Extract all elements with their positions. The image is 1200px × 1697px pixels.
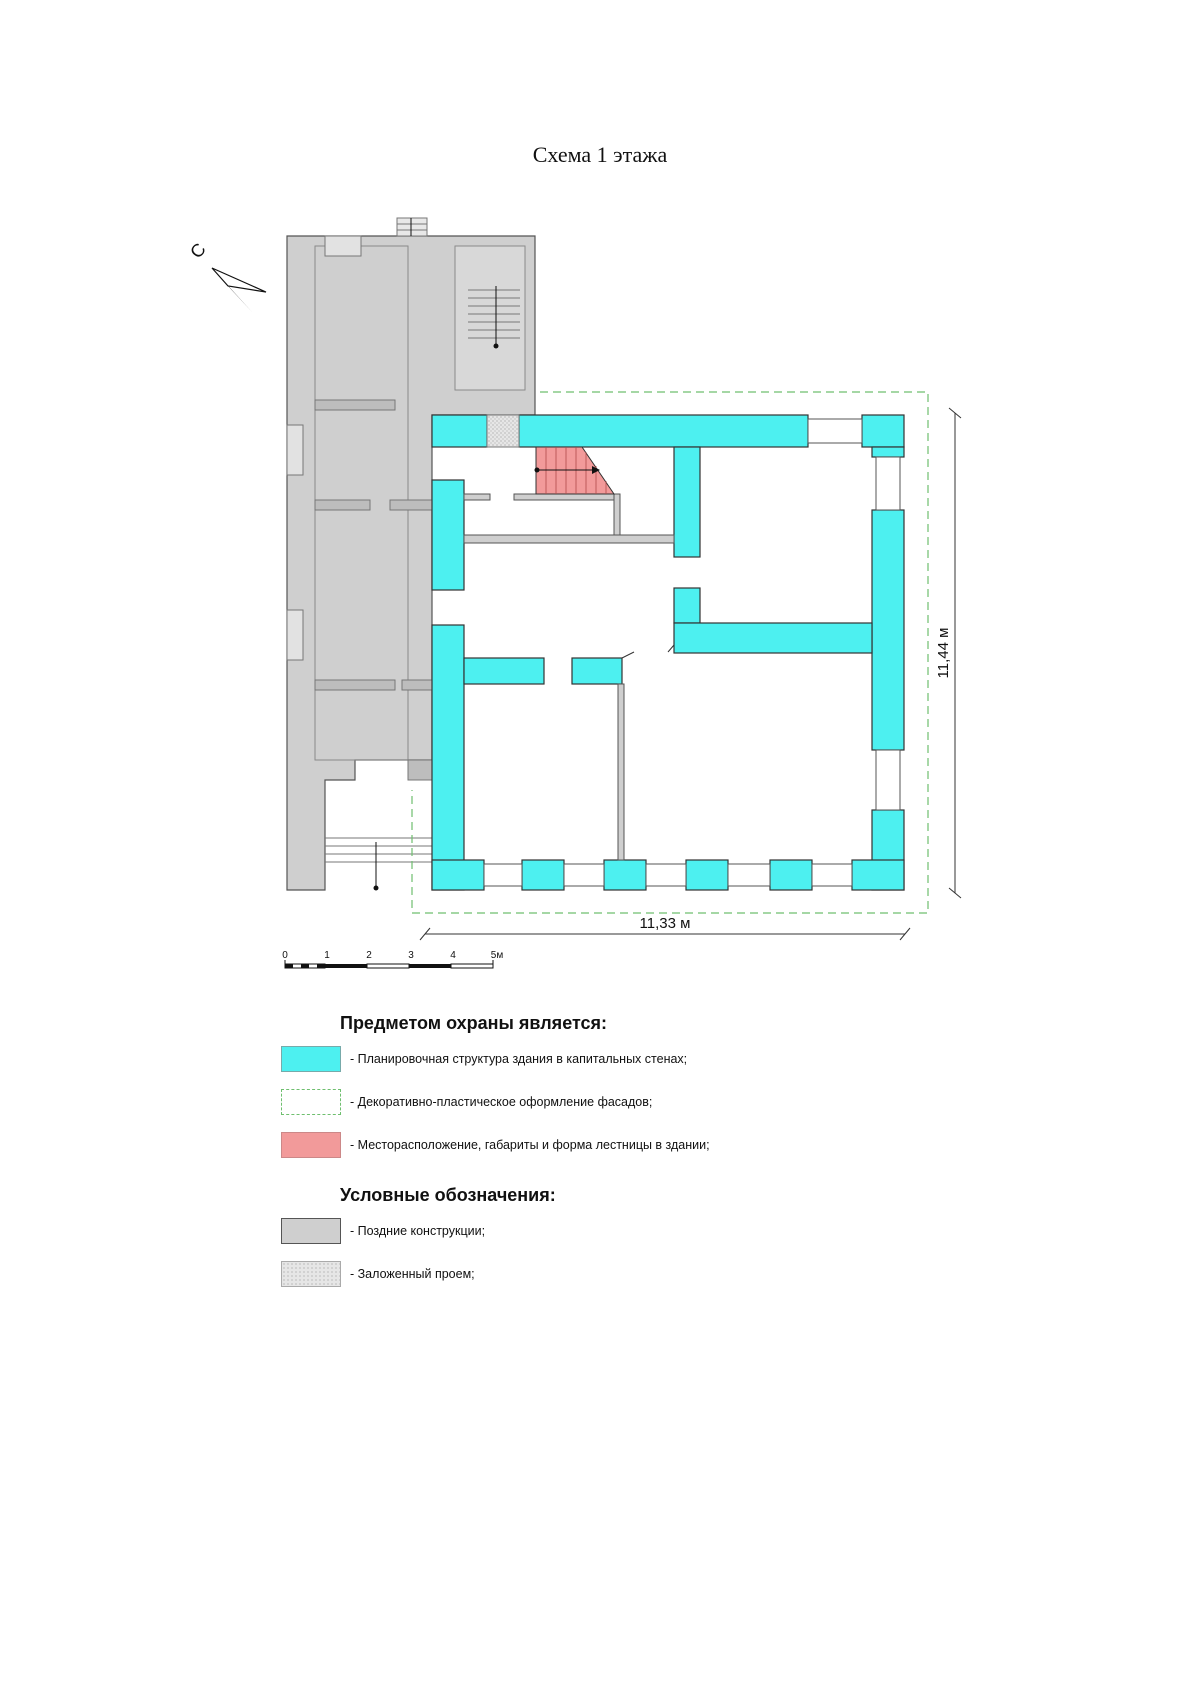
scale-tick-1: 1 [324, 950, 330, 961]
legend-swatch-hatched [281, 1261, 341, 1287]
protection-heading: Предметом охраны является: [340, 1013, 608, 1033]
compass-letter: С [186, 239, 210, 262]
scale-tick-5: 5м [491, 950, 504, 961]
legend-item-walls: - Планировочная структура здания в капит… [350, 1052, 688, 1066]
scale-bar [284, 960, 494, 969]
height-dimension-label: 11,44 м [935, 628, 952, 679]
width-dimension [419, 927, 911, 941]
width-dimension-label: 11,33 м [640, 915, 691, 932]
legend-swatch-pink [281, 1132, 341, 1158]
late-partitions [463, 493, 675, 861]
legend-item-late: - Поздние конструкции; [350, 1224, 486, 1238]
window-openings [483, 418, 901, 887]
scale-tick-3: 3 [408, 950, 414, 961]
protected-staircase [534, 446, 615, 495]
height-dimension [948, 407, 962, 899]
scale-tick-2: 2 [366, 950, 372, 961]
legend-swatch-grey [281, 1218, 341, 1244]
legend-item-blocked: - Заложенный проем; [350, 1267, 475, 1281]
legend-swatch-dashed [281, 1089, 341, 1115]
page-title: Схема 1 этажа [532, 142, 668, 167]
legend-swatch-cyan [281, 1046, 341, 1072]
symbols-heading: Условные обозначения: [340, 1185, 556, 1205]
late-constructions [286, 217, 536, 891]
protected-walls [431, 414, 905, 891]
floor-plan: С [186, 217, 962, 969]
north-arrow-icon: С [186, 239, 267, 312]
door-swings [621, 644, 675, 659]
scale-tick-4: 4 [450, 950, 456, 961]
legend-item-facades: - Декоративно-пластическое оформление фа… [350, 1095, 653, 1109]
blocked-opening [486, 414, 520, 448]
legend-item-staircase: - Месторасположение, габариты и форма ле… [350, 1138, 710, 1152]
scale-tick-0: 0 [282, 950, 288, 961]
